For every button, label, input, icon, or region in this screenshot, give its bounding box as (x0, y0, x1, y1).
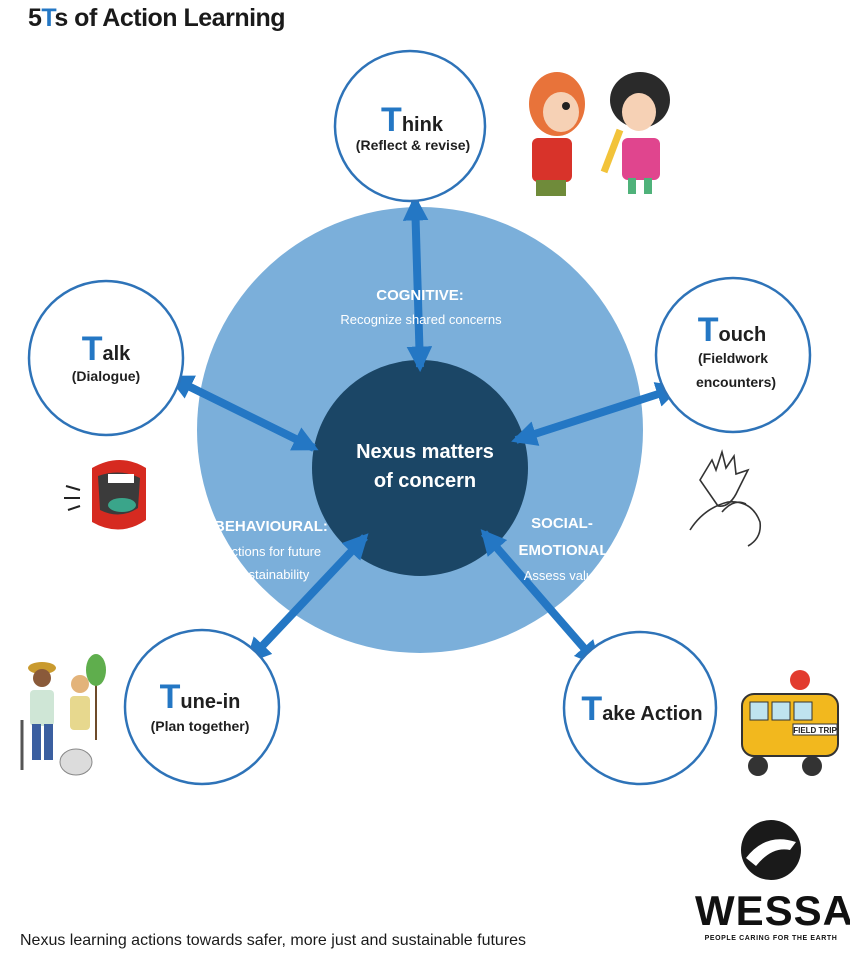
talk-sub: (Dialogue) (72, 368, 140, 384)
title-accent-letter: T (41, 4, 55, 32)
talk-letter: T (82, 330, 103, 368)
tunein-sub: (Plan together) (151, 718, 250, 734)
planting-tree-illustration (20, 654, 106, 776)
wessa-badger-icon (741, 820, 801, 880)
arrow-touch (511, 382, 682, 446)
cognitive-description: Recognize shared concerns (340, 312, 502, 327)
wessa-logo: WESSA PEOPLE CARING FOR THE EARTH (695, 818, 850, 946)
logo-wordmark: WESSA (695, 887, 850, 934)
node-think: Think (Reflect & revise) (333, 49, 487, 203)
social-heading-2: EMOTIONAL: (519, 542, 614, 559)
node-touch: Touch (Fieldwork encounters) (654, 276, 812, 434)
title-prefix: 5 (28, 4, 42, 32)
behavioural-line2: sustainability (235, 567, 310, 582)
svg-text:Take Action: Take Action (581, 690, 702, 728)
children-thinking-illustration (529, 72, 670, 196)
svg-text:Talk: Talk (82, 330, 131, 368)
svg-text:Think: Think (381, 101, 444, 139)
talk-word: alk (102, 343, 131, 365)
arrow-takeaction (480, 529, 601, 667)
page-title: 5Ts of Action Learning (28, 4, 286, 33)
social-heading-1: SOCIAL- (531, 515, 593, 532)
title-suffix: s of Action Learning (54, 4, 286, 32)
node-talk: Talk (Dialogue) (27, 279, 185, 437)
social-description: Assess value (524, 568, 601, 583)
takeaction-letter: T (581, 690, 602, 728)
core-circle (312, 360, 528, 576)
touch-sub-2: encounters) (696, 374, 776, 390)
touch-sub-1: (Fieldwork (698, 350, 768, 366)
behavioural-heading: BEHAVIOURAL: (214, 518, 328, 535)
footer-caption: Nexus learning actions towards safer, mo… (20, 932, 527, 949)
touch-letter: T (698, 311, 719, 349)
arrow-tunein (245, 533, 369, 664)
think-word: hink (402, 114, 444, 136)
tunein-word: une-in (180, 691, 240, 713)
think-letter: T (381, 101, 402, 139)
field-trip-bus-illustration: FIELD TRIP (741, 670, 839, 776)
touch-word: ouch (719, 324, 767, 346)
center-label-line1: Nexus matters (356, 441, 494, 463)
behavioural-line1: Actions for future (223, 544, 321, 559)
bus-sign: FIELD TRIP (793, 726, 837, 735)
cognitive-heading: COGNITIVE: (376, 287, 464, 304)
takeaction-word: ake Action (602, 703, 702, 725)
arrow-think (402, 194, 433, 373)
hands-touching-illustration (689, 449, 762, 547)
logo-tagline: PEOPLE CARING FOR THE EARTH (704, 935, 838, 942)
arrow-talk (167, 374, 319, 452)
svg-text:Touch: Touch (698, 311, 767, 349)
talking-mouth-illustration (64, 460, 146, 530)
center-label-line2: of concern (374, 470, 476, 492)
arrows (167, 194, 682, 667)
node-tunein: Tune-in (Plan together) (123, 628, 281, 786)
think-sub: (Reflect & revise) (356, 137, 470, 153)
node-takeaction: Take Action (562, 630, 718, 786)
tunein-letter: T (160, 678, 181, 716)
svg-text:Tune-in: Tune-in (160, 678, 241, 716)
